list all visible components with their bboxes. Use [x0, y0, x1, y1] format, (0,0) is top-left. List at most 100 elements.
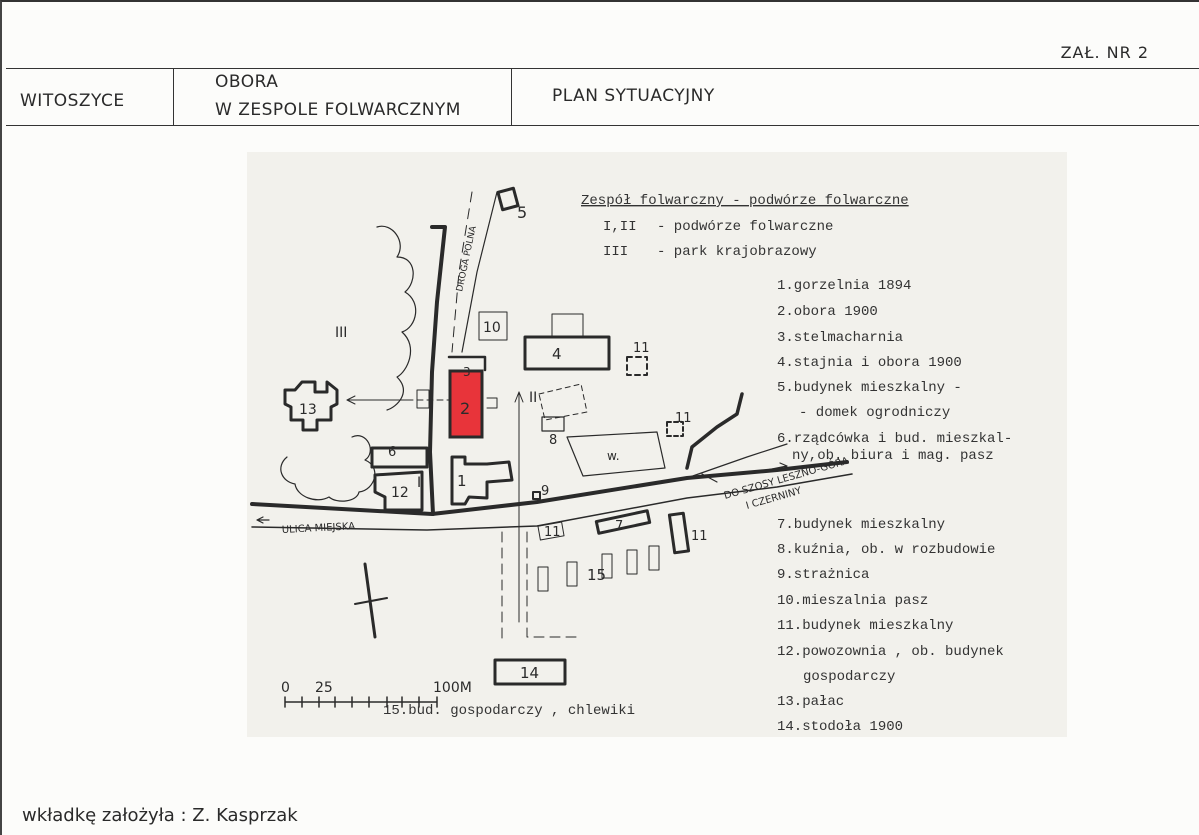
- building-2-annex: [486, 397, 498, 409]
- building-6: [370, 446, 429, 469]
- zone-code-1: I,II: [603, 219, 637, 235]
- building-15-a: [537, 566, 549, 592]
- building-10: [478, 311, 508, 341]
- building-12: [373, 470, 424, 512]
- legend-item-4: 4.stajnia i obora 1900: [777, 355, 962, 371]
- building-11-east: [667, 511, 691, 555]
- building-11-south: [537, 521, 565, 541]
- building-2-cowshed-highlighted: [448, 369, 484, 439]
- label-n11a: 11: [633, 341, 650, 356]
- site-plan-svg: 2 3 4 5 6 7 8 9 10 11 11 11 11 12 13 14 …: [250, 186, 1012, 735]
- label-n13: 13: [299, 402, 317, 418]
- header-sheet-type: PLAN SYTUACYJNY: [552, 86, 715, 106]
- field-road-west-edge: [428, 225, 447, 516]
- legend-item-8: 8.kuźnia, ob. w rozbudowie: [777, 542, 995, 558]
- header-bottom-rule: [6, 125, 1199, 126]
- legend-item-12b: gospodarczy: [803, 669, 895, 685]
- field-road-centerline: [451, 191, 473, 353]
- zone-desc-2: - park krajobrazowy: [657, 244, 817, 260]
- legend-item-7: 7.budynek mieszkalny: [777, 517, 945, 533]
- street-label: ULICA MIEJSKA: [282, 521, 356, 536]
- legend-item-5b: - domek ogrodniczy: [799, 405, 950, 421]
- label-n6: 6: [388, 445, 396, 460]
- enclosure-wall-east: [685, 392, 744, 470]
- label-n3: 3: [463, 365, 471, 379]
- header-divider-2: [511, 69, 512, 126]
- building-1-distillery: [450, 455, 514, 506]
- building-15-d: [626, 549, 638, 575]
- building-14-barn: [493, 658, 567, 686]
- legend-item-6: 6.rządcówka i bud. mieszkal-: [777, 431, 1012, 447]
- attachment-label: ZAŁ. NR 2: [1060, 43, 1149, 62]
- label-n1: 1: [457, 472, 467, 490]
- label-n4: 4: [552, 345, 562, 363]
- street-arrow-west: [256, 516, 270, 524]
- label-n7: 7: [615, 519, 623, 534]
- building-4-stable: [523, 335, 611, 371]
- building-4-annex: [551, 313, 584, 338]
- building-11-dashed-a: [626, 356, 648, 376]
- header-object-line2: W ZESPOLE FOLWARCZNYM: [215, 100, 461, 120]
- legend-items: 1.gorzelnia 1894 2.obora 1900 3.stelmach…: [383, 278, 1012, 735]
- gate-marker: [416, 389, 430, 409]
- building-3: [447, 355, 487, 372]
- legend-item-5: 5.budynek mieszkalny -: [777, 380, 962, 396]
- legend-item-6b: ny,ob. biura i mag. pasz: [792, 448, 994, 464]
- building-15-b: [566, 561, 578, 587]
- pond: [566, 431, 666, 477]
- author-footer: wkładkę założyła : Z. Kasprzak: [22, 805, 298, 826]
- label-n11b: 11: [675, 411, 692, 426]
- scale-label-0: 0: [281, 680, 290, 696]
- zone-ii-outline: [538, 383, 588, 421]
- building-9-fire-station: [532, 491, 541, 500]
- label-n10: 10: [483, 320, 501, 336]
- road-edge-east: [686, 443, 788, 479]
- building-8-smithy: [541, 416, 565, 432]
- legend-item-13: 13.pałac: [777, 694, 844, 710]
- label-n9: 9: [541, 484, 549, 499]
- legend-item-3: 3.stelmacharnia: [777, 330, 903, 346]
- legend-title: Zespół folwarczny - podwórze folwarczne: [581, 193, 909, 209]
- header-place: WITOSZYCE: [20, 91, 125, 111]
- zone-desc-1: - podwórze folwarczne: [657, 219, 833, 235]
- street-lower-edge: [251, 473, 853, 531]
- building-15-e: [648, 545, 660, 571]
- legend-item-11: 11.budynek mieszkalny: [777, 618, 953, 634]
- legend-item-14: 14.stodoła 1900: [777, 719, 903, 735]
- path-dashed-east: [526, 531, 583, 638]
- pond-label: w.: [607, 449, 620, 463]
- header-top-rule: [6, 68, 1199, 69]
- legend-item-15: 15.bud. gospodarczy , chlewiki: [383, 703, 635, 719]
- park-tree-outline-upper: [376, 225, 417, 411]
- label-n11c: 11: [544, 525, 561, 540]
- building-5: [496, 186, 520, 212]
- scale-bar: [284, 696, 438, 708]
- header-object-line1: OBORA: [215, 72, 279, 92]
- zone-ii-label: II: [529, 390, 537, 406]
- label-n11d: 11: [691, 529, 708, 544]
- zone-i-label: I: [417, 475, 421, 491]
- label-n15: 15: [587, 566, 606, 584]
- street-arrow-east: [766, 462, 788, 471]
- street-upper-edge: [250, 460, 849, 516]
- label-n2: 2: [460, 399, 470, 418]
- zone-code-2: III: [603, 244, 628, 260]
- label-n12: 12: [391, 485, 409, 501]
- building-15-c: [601, 553, 613, 579]
- north-arrow-cross: [354, 597, 388, 605]
- field-road-east-edge: [461, 191, 498, 353]
- legend-item-1: 1.gorzelnia 1894: [777, 278, 911, 294]
- building-7: [594, 509, 652, 535]
- park-tree-outline-lower: [280, 435, 376, 502]
- legend-zones: I,II - podwórze folwarczne III - park kr…: [603, 219, 833, 260]
- legend-item-2: 2.obora 1900: [777, 304, 878, 320]
- axis-ns-arrowhead: [514, 391, 524, 403]
- site-plan-map: 2 3 4 5 6 7 8 9 10 11 11 11 11 12 13 14 …: [247, 152, 1067, 737]
- zone-iii-label: III: [335, 325, 347, 341]
- label-n14: 14: [520, 664, 539, 682]
- legend-item-12: 12.powozownia , ob. budynek: [777, 644, 1004, 660]
- header-divider-1: [173, 69, 174, 126]
- axis-arrowhead: [346, 395, 356, 405]
- building-13-palace: [283, 380, 339, 432]
